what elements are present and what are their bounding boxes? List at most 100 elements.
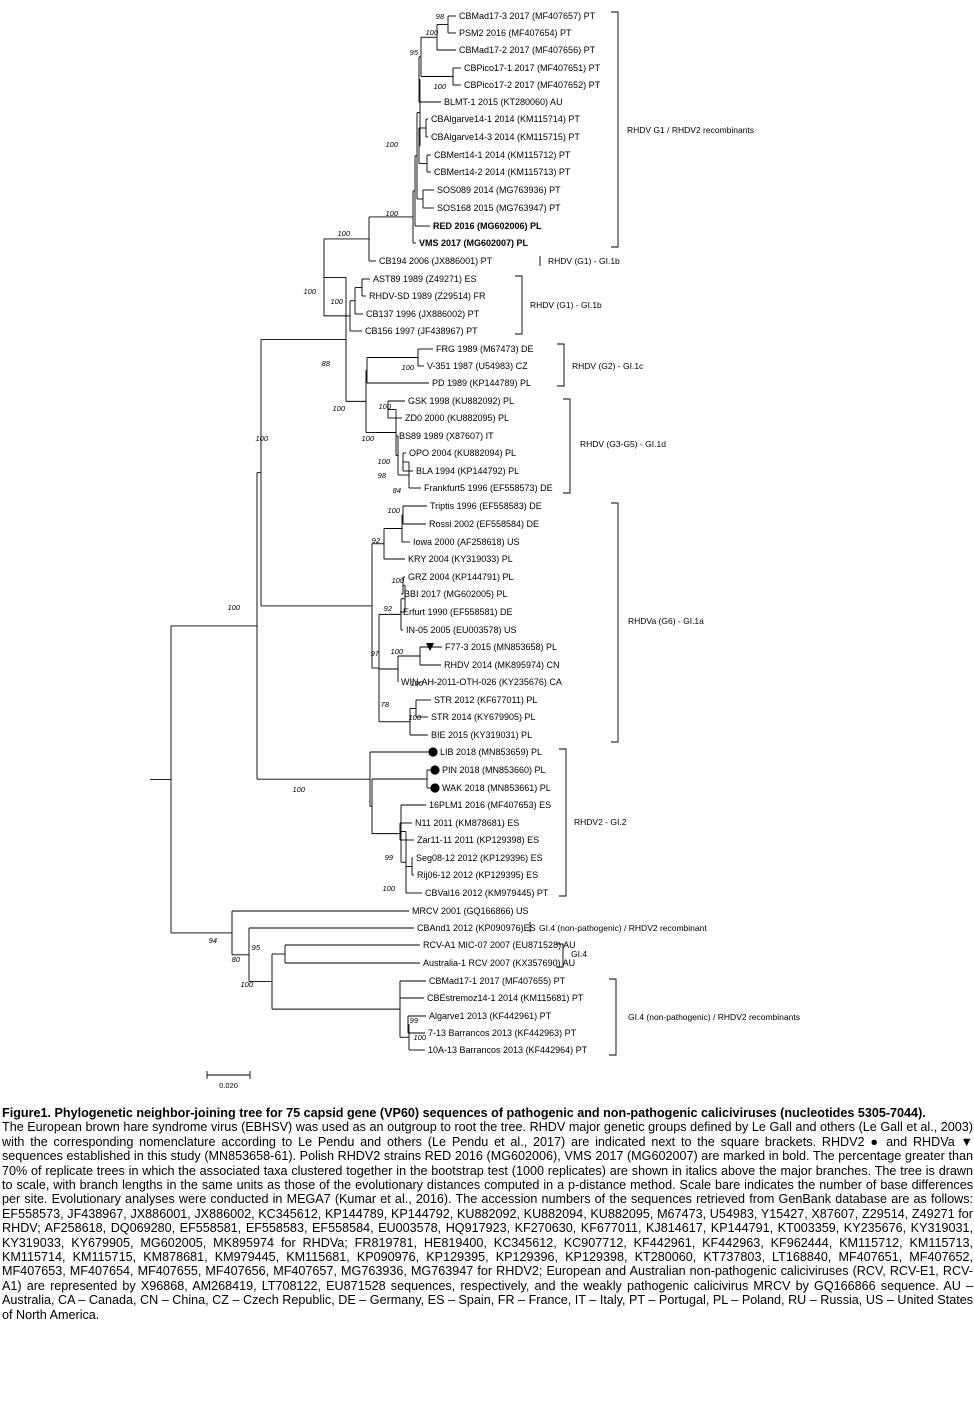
leaf-label: Triptis 1996 (EF558583) DE — [430, 501, 542, 511]
bootstrap-value: 100 — [292, 785, 305, 794]
leaf-label: ZD0 2000 (KU882095) PL — [405, 413, 509, 423]
bootstrap-value: 78 — [381, 700, 390, 709]
leaf-label: CBVal16 2012 (KM979445) PT — [425, 888, 549, 898]
leaf-label: MRCV 2001 (GQ166866) US — [412, 906, 529, 916]
leaf-label: PD 1989 (KP144789) PL — [432, 378, 531, 388]
leaf-label: CB137 1996 (JX886002) PT — [366, 309, 480, 319]
bootstrap-value: 100 — [303, 287, 316, 296]
leaf-label: PSM2 2016 (MF407654) PT — [459, 28, 572, 38]
bootstrap-value: 100 — [391, 576, 404, 585]
leaf-label: BLA 1994 (KP144792) PL — [416, 466, 519, 476]
bootstrap-values: 98 100 95 100 100 100 100 100 100 100 88 100 100 100 1… — [209, 12, 447, 1042]
bootstrap-value: 80 — [232, 955, 241, 964]
group-bracket — [556, 943, 564, 968]
group-label: RHDV (G3-G5) - GI.1d — [580, 439, 666, 449]
leaf-label: CBPico17-2 2017 (MF407652) PT — [464, 80, 601, 90]
leaf-label: IN-05 2005 (EU003578) US — [406, 625, 517, 635]
leaf-label: OPO 2004 (KU882094) PL — [409, 448, 516, 458]
bootstrap-value: 100 — [330, 297, 343, 306]
group-label: RHDV (G1) - GI.1b — [548, 256, 620, 266]
leaf-label: Zar11-11 2011 (KP129398) ES — [417, 835, 539, 845]
leaf-label: CBMert14-1 2014 (KM115712) PT — [434, 150, 571, 160]
rhdva-triangle-icon — [426, 643, 434, 651]
leaf-label: GSK 1998 (KU882092) PL — [408, 396, 514, 406]
leaf-label: WAK 2018 (MN853661) PL — [442, 783, 551, 793]
leaf-label: BS89 1989 (X87607) IT — [399, 431, 494, 441]
leaf-label: CB194 2006 (JX886001) PT — [379, 256, 493, 266]
leaf-label: CBEstremoz14-1 2014 (KM115681) PT — [427, 993, 584, 1003]
bootstrap-value: 100 — [425, 28, 438, 37]
group-label: RHDV (G2) - GI.1c — [572, 361, 644, 371]
tree-branches — [150, 15, 461, 1051]
leaf-label: Seg08-12 2012 (KP129396) ES — [416, 853, 543, 863]
leaf-label: Rij06-12 2012 (KP129395) ES — [417, 870, 538, 880]
leaf-label: SOS168 2015 (MG763947) PT — [437, 203, 561, 213]
leaf-label: STR 2012 (KF677011) PL — [434, 695, 537, 705]
group-bracket — [609, 978, 617, 1056]
bootstrap-value: 100 — [382, 884, 395, 893]
bootstrap-value: 92 — [372, 536, 381, 545]
group-label: GI.4 (non-pathogenic) / RHDV2 recombinan… — [539, 923, 707, 933]
leaf-label: Rossi 2002 (EF558584) DE — [429, 519, 539, 529]
leaf-label: AST89 1989 (Z49271) ES — [373, 274, 477, 284]
bootstrap-value: 100 — [385, 209, 398, 218]
leaf-label: Erfurt 1990 (EF558581) DE — [403, 607, 513, 617]
bootstrap-value: 88 — [322, 359, 331, 368]
group-label: GI.4 — [571, 949, 587, 959]
leaf-label: 7-13 Barrancos 2013 (KF442963) PT — [428, 1028, 577, 1038]
bootstrap-value: 100 — [361, 434, 374, 443]
leaf-label: BBI 2017 (MG602005) PL — [404, 589, 508, 599]
group-bracket — [611, 502, 619, 743]
leaf-label: F77-3 2015 (MN853658) PL — [445, 642, 557, 652]
bootstrap-value: 98 — [436, 12, 445, 21]
group-bracket — [611, 11, 619, 248]
group-bracket — [559, 748, 567, 897]
leaf-label: KRY 2004 (KY319033) PL — [408, 554, 513, 564]
leaf-label: BLMT-1 2015 (KT280060) AU — [444, 97, 563, 107]
leaf-label: STR 2014 (KY679905) PL — [431, 712, 536, 722]
bootstrap-value: 100 — [410, 679, 423, 688]
leaf-label: BIE 2015 (KY319031) PL — [431, 730, 532, 740]
bootstrap-value: 100 — [433, 82, 446, 91]
leaf-label: WIN-AH-2011-OTH-026 (KY235676) CA — [401, 677, 562, 687]
leaf-label: CBAlgarve14-3 2014 (KM115715) PT — [431, 132, 580, 142]
leaf-label: N11 2011 (KM878681) ES — [415, 818, 519, 828]
bootstrap-value: 99 — [385, 853, 394, 862]
leaf-label: V-351 1987 (U54983) CZ — [427, 361, 528, 371]
bootstrap-value: 97 — [371, 649, 380, 658]
leaf-label: RHDV 2014 (MK895974) CN — [444, 660, 560, 670]
bootstrap-value: 95 — [410, 48, 419, 57]
leaf-label: Australia-1 RCV 2007 (KX357690) AU — [423, 958, 575, 968]
leaf-label: CBMad17-1 2017 (MF407655) PT — [429, 976, 566, 986]
bootstrap-value: 100 — [408, 713, 421, 722]
leaf-label: RED 2016 (MG602006) PL — [433, 221, 542, 231]
leaf-label: 16PLM1 2016 (MF407653) ES — [429, 800, 551, 810]
bootstrap-value: 100 — [332, 404, 345, 413]
rhdv2-dot-icon — [430, 783, 440, 793]
rhdv2-dot-icon — [428, 747, 438, 757]
scale-bar: 0.020 — [206, 1071, 251, 1090]
bootstrap-value: 98 — [378, 471, 387, 480]
bootstrap-value: 100 — [337, 229, 350, 238]
group-label: RHDV (G1) - GI.1b — [530, 300, 602, 310]
leaf-label: CBMert14-2 2014 (KM115713) PT — [434, 167, 571, 177]
leaf-label: CBMad17-2 2017 (MF407656) PT — [459, 45, 596, 55]
leaf-label: FRG 1989 (M67473) DE — [436, 344, 534, 354]
bootstrap-value: 100 — [387, 506, 400, 515]
leaf-label: RCV-A1 MIC-07 2007 (EU871528) AU — [423, 940, 576, 950]
leaf-label: GRZ 2004 (KP144791) PL — [408, 572, 514, 582]
leaf-label: Frankfurt5 1996 (EF558573) DE — [424, 483, 553, 493]
leaf-label: PIN 2018 (MN853660) PL — [442, 765, 546, 775]
group-label: RHDV2 - GI.2 — [574, 817, 627, 827]
bootstrap-value: 100 — [390, 647, 403, 656]
leaf-label: CB156 1997 (JF438967) PT — [365, 326, 478, 336]
group-label: GI.4 (non-pathogenic) / RHDV2 recombinan… — [628, 1012, 800, 1022]
leaf-label: LIB 2018 (MN853659) PL — [440, 747, 542, 757]
bootstrap-value: 94 — [209, 936, 217, 945]
bootstrap-value: 100 — [240, 980, 253, 989]
caption-title: Figure1. Phylogenetic neighbor-joining t… — [2, 1106, 926, 1120]
leaf-label: Iowa 2000 (AF258618) US — [413, 537, 520, 547]
leaf-label: SOS089 2014 (MG763936) PT — [437, 185, 561, 195]
